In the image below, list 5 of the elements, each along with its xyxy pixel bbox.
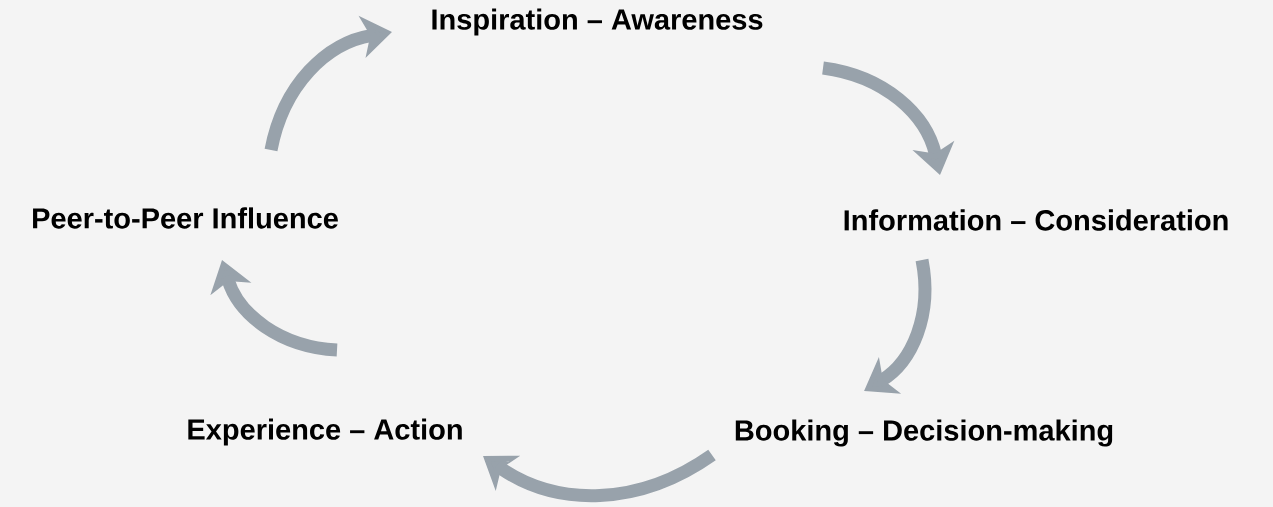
stage-label: Peer-to-Peer Influence bbox=[33, 207, 338, 229]
stage-label: Booking – Decision-making bbox=[735, 419, 1113, 447]
stage-label: Experience – Action bbox=[188, 418, 462, 446]
stage-label: Information – Consideration bbox=[844, 209, 1228, 231]
stage-label: Inspiration – Awareness bbox=[432, 8, 763, 36]
